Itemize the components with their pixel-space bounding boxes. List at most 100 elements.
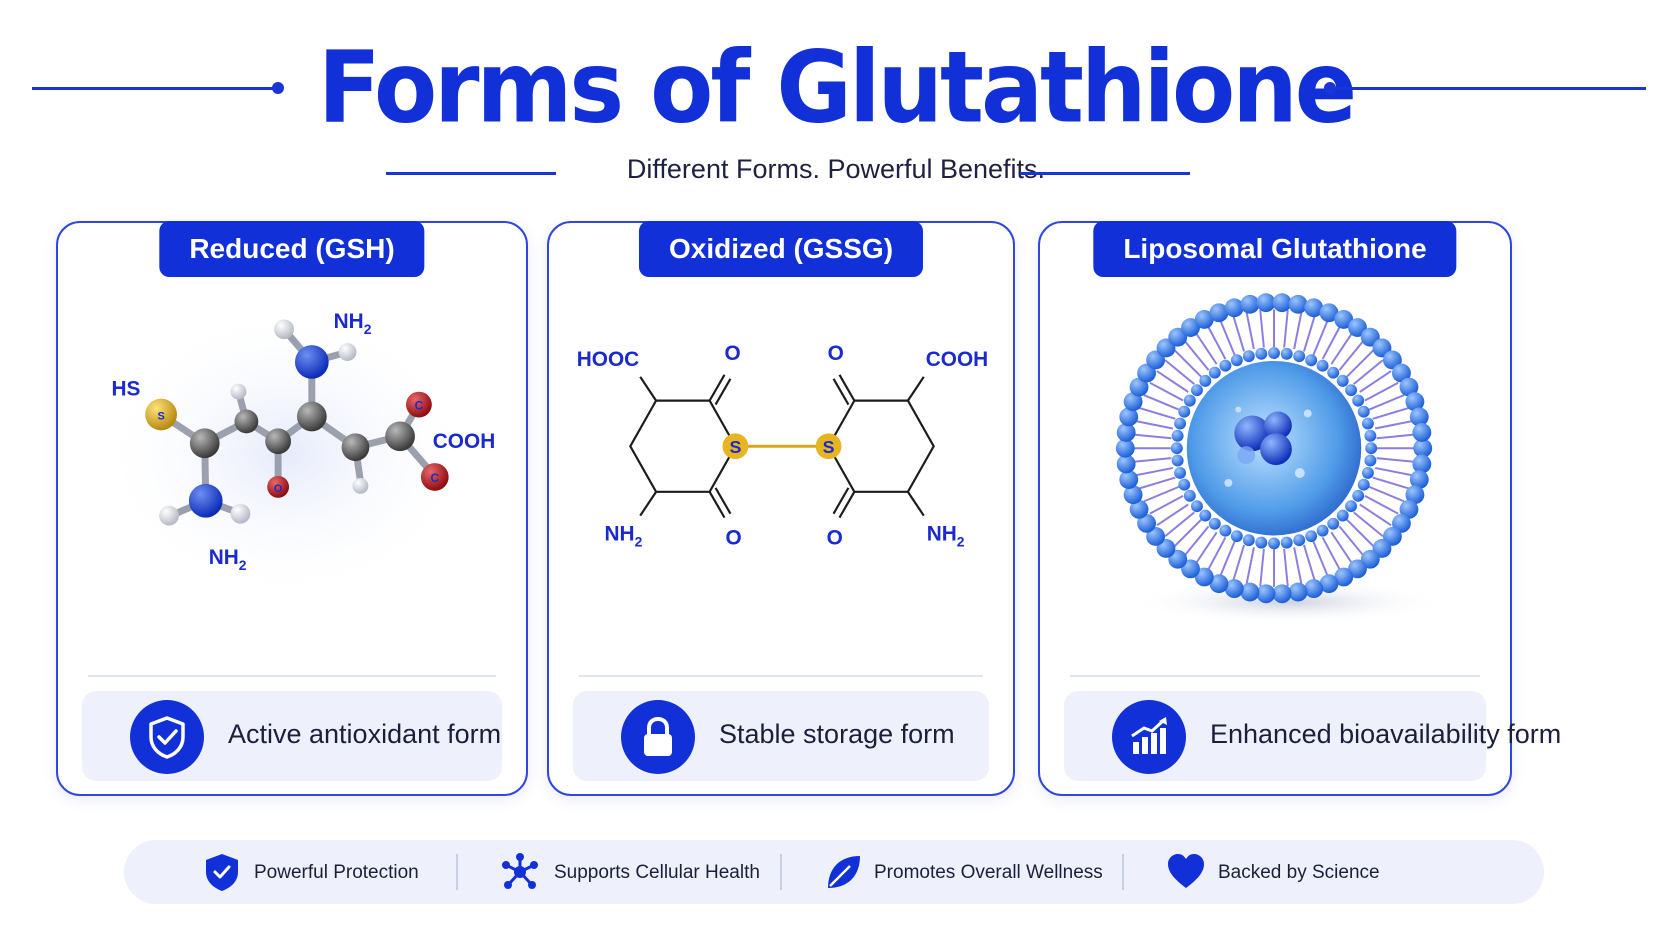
lipid-tail <box>1232 544 1246 582</box>
lipid-head-bead <box>1119 407 1139 427</box>
cooh-label: COOH <box>433 430 495 453</box>
lipid-head-bead <box>1146 527 1166 546</box>
nh2-right-label: NH2 <box>927 522 965 549</box>
lipid-tail <box>1245 311 1255 350</box>
lipid-tail <box>1353 359 1384 385</box>
lipid-head-bead <box>1352 394 1365 407</box>
nh2-left-label: NH2 <box>605 522 643 549</box>
lipid-head-bead <box>1272 584 1292 604</box>
lipid-tail <box>1206 325 1227 360</box>
lipid-head-bead <box>1183 394 1196 407</box>
feature-text: Enhanced bioavailability form <box>1210 719 1562 749</box>
lipid-head-bead <box>1316 524 1329 537</box>
benefit-separator <box>456 854 458 890</box>
lipid-head-bead <box>1334 309 1354 329</box>
lipid-head-bead <box>1288 582 1308 602</box>
lipid-tail <box>1374 466 1413 477</box>
lipid-head-bead <box>1255 347 1268 360</box>
lipid-head-bead <box>1255 536 1268 549</box>
lipid-head-bead <box>1293 534 1306 547</box>
lipid-head-bead <box>1194 309 1214 329</box>
card-divider <box>579 675 983 677</box>
benefit-label: Powerful Protection <box>254 862 419 883</box>
lipid-tail <box>1173 519 1202 548</box>
lipid-tail <box>1232 315 1246 352</box>
lipid-head-bead <box>1219 359 1232 372</box>
lipid-head-bead <box>1230 354 1243 367</box>
lipid-head-bead <box>1280 347 1293 360</box>
lipid-tail <box>1156 503 1189 527</box>
lipid-tail <box>1293 547 1303 585</box>
hs-label: HS <box>112 378 141 401</box>
lipid-tail <box>1364 495 1399 515</box>
lipid-head-bead <box>1209 303 1229 323</box>
lipid-tail <box>1303 315 1316 352</box>
lipid-head-bead <box>1360 549 1380 569</box>
lipid-head-bead <box>1361 466 1374 479</box>
lipid-head-bead <box>1365 442 1378 455</box>
lipid-head-bead <box>1305 530 1318 543</box>
lipid-tail <box>1149 495 1184 515</box>
lipid-head-bead <box>1242 534 1255 547</box>
sulfur-atom-label: S <box>157 410 164 422</box>
shield-check-icon <box>130 700 204 774</box>
lipid-head-bead <box>1191 500 1203 513</box>
lipid-tail <box>1194 531 1218 565</box>
lipid-head-bead <box>1224 579 1244 599</box>
lipid-head-bead <box>1399 377 1419 397</box>
lipid-head-bead <box>1208 366 1221 379</box>
shield-check-icon <box>206 854 238 891</box>
lipid-head-bead <box>1304 579 1324 599</box>
lipid-head-bead <box>1280 536 1293 549</box>
lipid-tail <box>1346 349 1375 378</box>
lipid-head-bead <box>1168 327 1188 347</box>
subtitle-left-line <box>386 172 556 175</box>
lipid-head-bead <box>1170 442 1183 455</box>
lipid-tail <box>1283 548 1289 587</box>
lipid-head-bead <box>1288 294 1308 314</box>
lipid-tail <box>1372 476 1410 490</box>
lipid-tail <box>1219 541 1236 577</box>
lipid-head-bead <box>1412 423 1432 442</box>
benefit-label: Supports Cellular Health <box>554 862 760 883</box>
lipid-head-bead <box>1178 405 1191 418</box>
lipid-head-bead <box>1352 489 1365 502</box>
lipid-head-bead <box>1242 350 1255 363</box>
lipid-head-bead <box>1345 384 1358 397</box>
oxygen-top-left-label: O <box>724 342 740 365</box>
card-liposomal-glutathione: Liposomal Glutathione <box>1038 221 1561 796</box>
lipid-tail <box>1135 466 1174 477</box>
page-title: Forms of Glutathione <box>317 29 1357 146</box>
lipid-tail <box>1194 332 1218 365</box>
lipid-head-bead <box>1319 303 1339 323</box>
lipid-head-bead <box>1123 485 1143 505</box>
growth-chart-icon <box>1112 700 1186 774</box>
lipid-head-bead <box>1119 470 1139 489</box>
lipid-head-bead <box>1272 293 1292 313</box>
sulfur-left-label: S <box>729 437 741 457</box>
lipid-head-bead <box>1116 454 1136 474</box>
lipid-head-bead <box>1405 392 1425 412</box>
lipid-tail <box>1259 548 1265 587</box>
lipid-tail <box>1164 359 1195 385</box>
heart-icon <box>1168 854 1204 888</box>
lipid-head-bead <box>1357 405 1370 418</box>
title-right-line <box>1330 87 1646 90</box>
lipid-tail <box>1245 547 1255 585</box>
lipid-tail <box>1138 476 1176 490</box>
lipid-tail <box>1338 525 1365 557</box>
lipid-tail <box>1283 309 1289 348</box>
lipid-tail <box>1173 349 1202 378</box>
gssg-structure-diagram: S S HOOC COOH O O O O NH2 NH2 <box>577 342 988 549</box>
card-title: Reduced (GSH) <box>159 221 425 277</box>
lipid-head-bead <box>1137 513 1157 533</box>
feature-text: Active antioxidant form <box>228 719 502 749</box>
lipid-tail <box>1206 536 1227 572</box>
lipid-tail <box>1312 319 1329 356</box>
lipid-head-bead <box>1364 429 1377 442</box>
lipid-tail <box>1133 457 1172 463</box>
lipid-head-bead <box>1316 359 1329 372</box>
molecule-network-icon <box>502 853 538 889</box>
header: Forms of Glutathione <box>0 24 1672 146</box>
cooh-label: COOH <box>926 348 988 371</box>
